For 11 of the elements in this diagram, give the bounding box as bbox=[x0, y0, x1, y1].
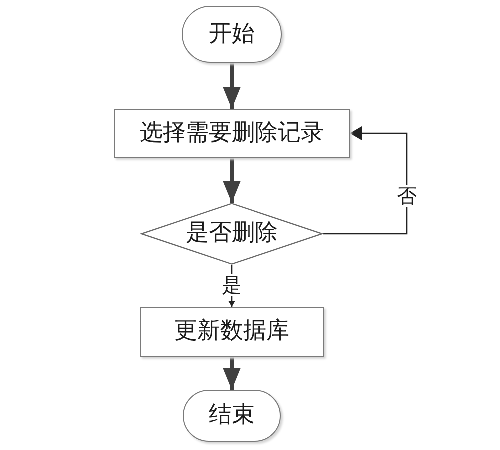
decision-diamond: 是否删除 bbox=[141, 203, 323, 265]
arrow bbox=[323, 126, 408, 235]
arrow bbox=[223, 63, 241, 109]
edge-label: 是 bbox=[222, 274, 242, 296]
process-box: 更新数据库 bbox=[140, 307, 324, 357]
process-box: 选择需要删除记录 bbox=[114, 109, 350, 158]
terminator-box: 开始 bbox=[182, 6, 282, 63]
edge-label: 否 bbox=[397, 185, 417, 207]
arrow bbox=[223, 357, 241, 390]
arrow bbox=[223, 158, 241, 203]
terminator-box: 结束 bbox=[183, 390, 281, 442]
